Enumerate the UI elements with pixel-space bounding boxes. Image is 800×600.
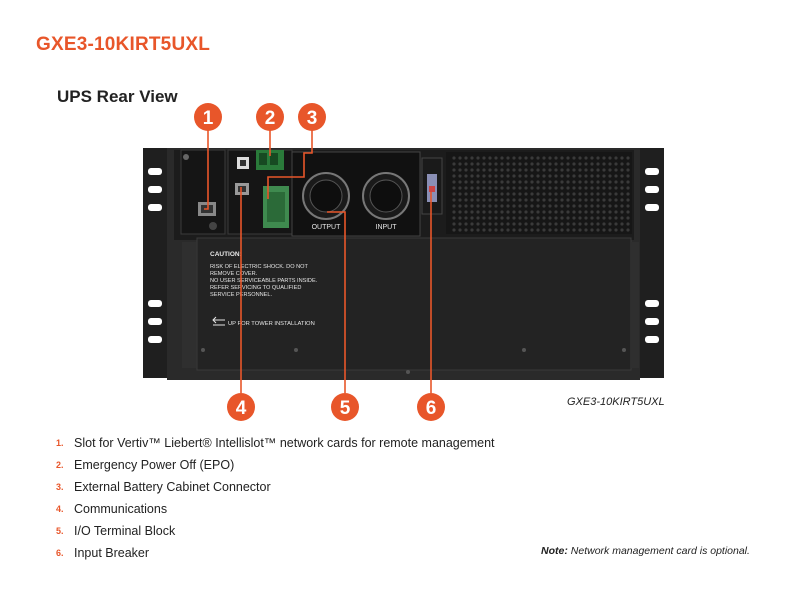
callout-5-number: 5 bbox=[340, 398, 351, 419]
caution-heading: CAUTION: bbox=[210, 251, 242, 258]
legend-number: 6. bbox=[56, 548, 64, 558]
callout-6-badge: 6 bbox=[417, 393, 445, 421]
page-title: GXE3-10KIRT5UXL bbox=[36, 34, 211, 55]
footnote: Note: Network management card is optiona… bbox=[541, 545, 750, 557]
input-breaker bbox=[421, 157, 443, 215]
legend-number: 5. bbox=[56, 526, 64, 536]
legend-text: I/O Terminal Block bbox=[74, 524, 176, 538]
callout-5-badge: 5 bbox=[331, 393, 359, 421]
component-legend: 1. Slot for Vertiv™ Liebert® Intellislot™… bbox=[56, 432, 495, 564]
legend-item: 4. Communications bbox=[56, 498, 495, 520]
legend-number: 3. bbox=[56, 482, 64, 492]
legend-text: Slot for Vertiv™ Liebert® Intellislot™ n… bbox=[74, 436, 495, 450]
callout-2-badge: 2 bbox=[256, 103, 284, 131]
comms-module bbox=[227, 149, 293, 235]
caution-line: NO USER SERVICEABLE PARTS INSIDE. bbox=[210, 278, 318, 284]
legend-text: Emergency Power Off (EPO) bbox=[74, 458, 235, 472]
legend-text: Input Breaker bbox=[74, 546, 150, 560]
io-terminal-block: OUTPUT INPUT bbox=[291, 151, 421, 237]
legend-item: 3. External Battery Cabinet Connector bbox=[56, 476, 495, 498]
callout-2-number: 2 bbox=[265, 108, 276, 129]
note-text: Network management card is optional. bbox=[570, 545, 750, 557]
tower-arrow-icon bbox=[212, 316, 225, 326]
callout-3-badge: 3 bbox=[298, 103, 326, 131]
model-caption: GXE3-10KIRT5UXL bbox=[567, 396, 665, 408]
legend-number: 2. bbox=[56, 460, 64, 470]
callout-4-number: 4 bbox=[236, 398, 247, 419]
legend-item: 6. Input Breaker bbox=[56, 542, 495, 564]
callout-6-number: 6 bbox=[426, 398, 437, 419]
legend-text: Communications bbox=[74, 502, 168, 516]
battery-panel: CAUTION: RISK OF ELECTRIC SHOCK. DO NOT … bbox=[182, 237, 639, 374]
caution-line: REFER SERVICING TO QUALIFIED bbox=[210, 285, 301, 291]
right-rack-ear bbox=[640, 148, 664, 378]
legend-text: External Battery Cabinet Connector bbox=[74, 480, 271, 494]
caution-line: RISK OF ELECTRIC SHOCK. DO NOT bbox=[210, 264, 308, 270]
intellislot-module bbox=[180, 149, 226, 235]
callout-4-badge: 4 bbox=[227, 393, 255, 421]
callout-leaders bbox=[204, 130, 432, 393]
note-label: Note: bbox=[541, 545, 568, 557]
caution-line: REMOVE COVER. bbox=[210, 271, 258, 277]
vent-grille bbox=[446, 152, 632, 234]
legend-number: 1. bbox=[56, 438, 64, 448]
legend-item: 1. Slot for Vertiv™ Liebert® Intellislot™… bbox=[56, 432, 495, 454]
callout-3-number: 3 bbox=[307, 108, 318, 129]
left-rack-ear bbox=[143, 148, 167, 378]
legend-item: 2. Emergency Power Off (EPO) bbox=[56, 454, 495, 476]
input-label: INPUT bbox=[376, 224, 398, 231]
output-label: OUTPUT bbox=[312, 224, 342, 231]
tower-installation-note: UP FOR TOWER INSTALLATION bbox=[228, 321, 315, 327]
callout-1-badge: 1 bbox=[194, 103, 222, 131]
legend-item: 5. I/O Terminal Block bbox=[56, 520, 495, 542]
legend-number: 4. bbox=[56, 504, 64, 514]
callout-1-number: 1 bbox=[203, 108, 214, 129]
section-subtitle: UPS Rear View bbox=[57, 87, 178, 106]
